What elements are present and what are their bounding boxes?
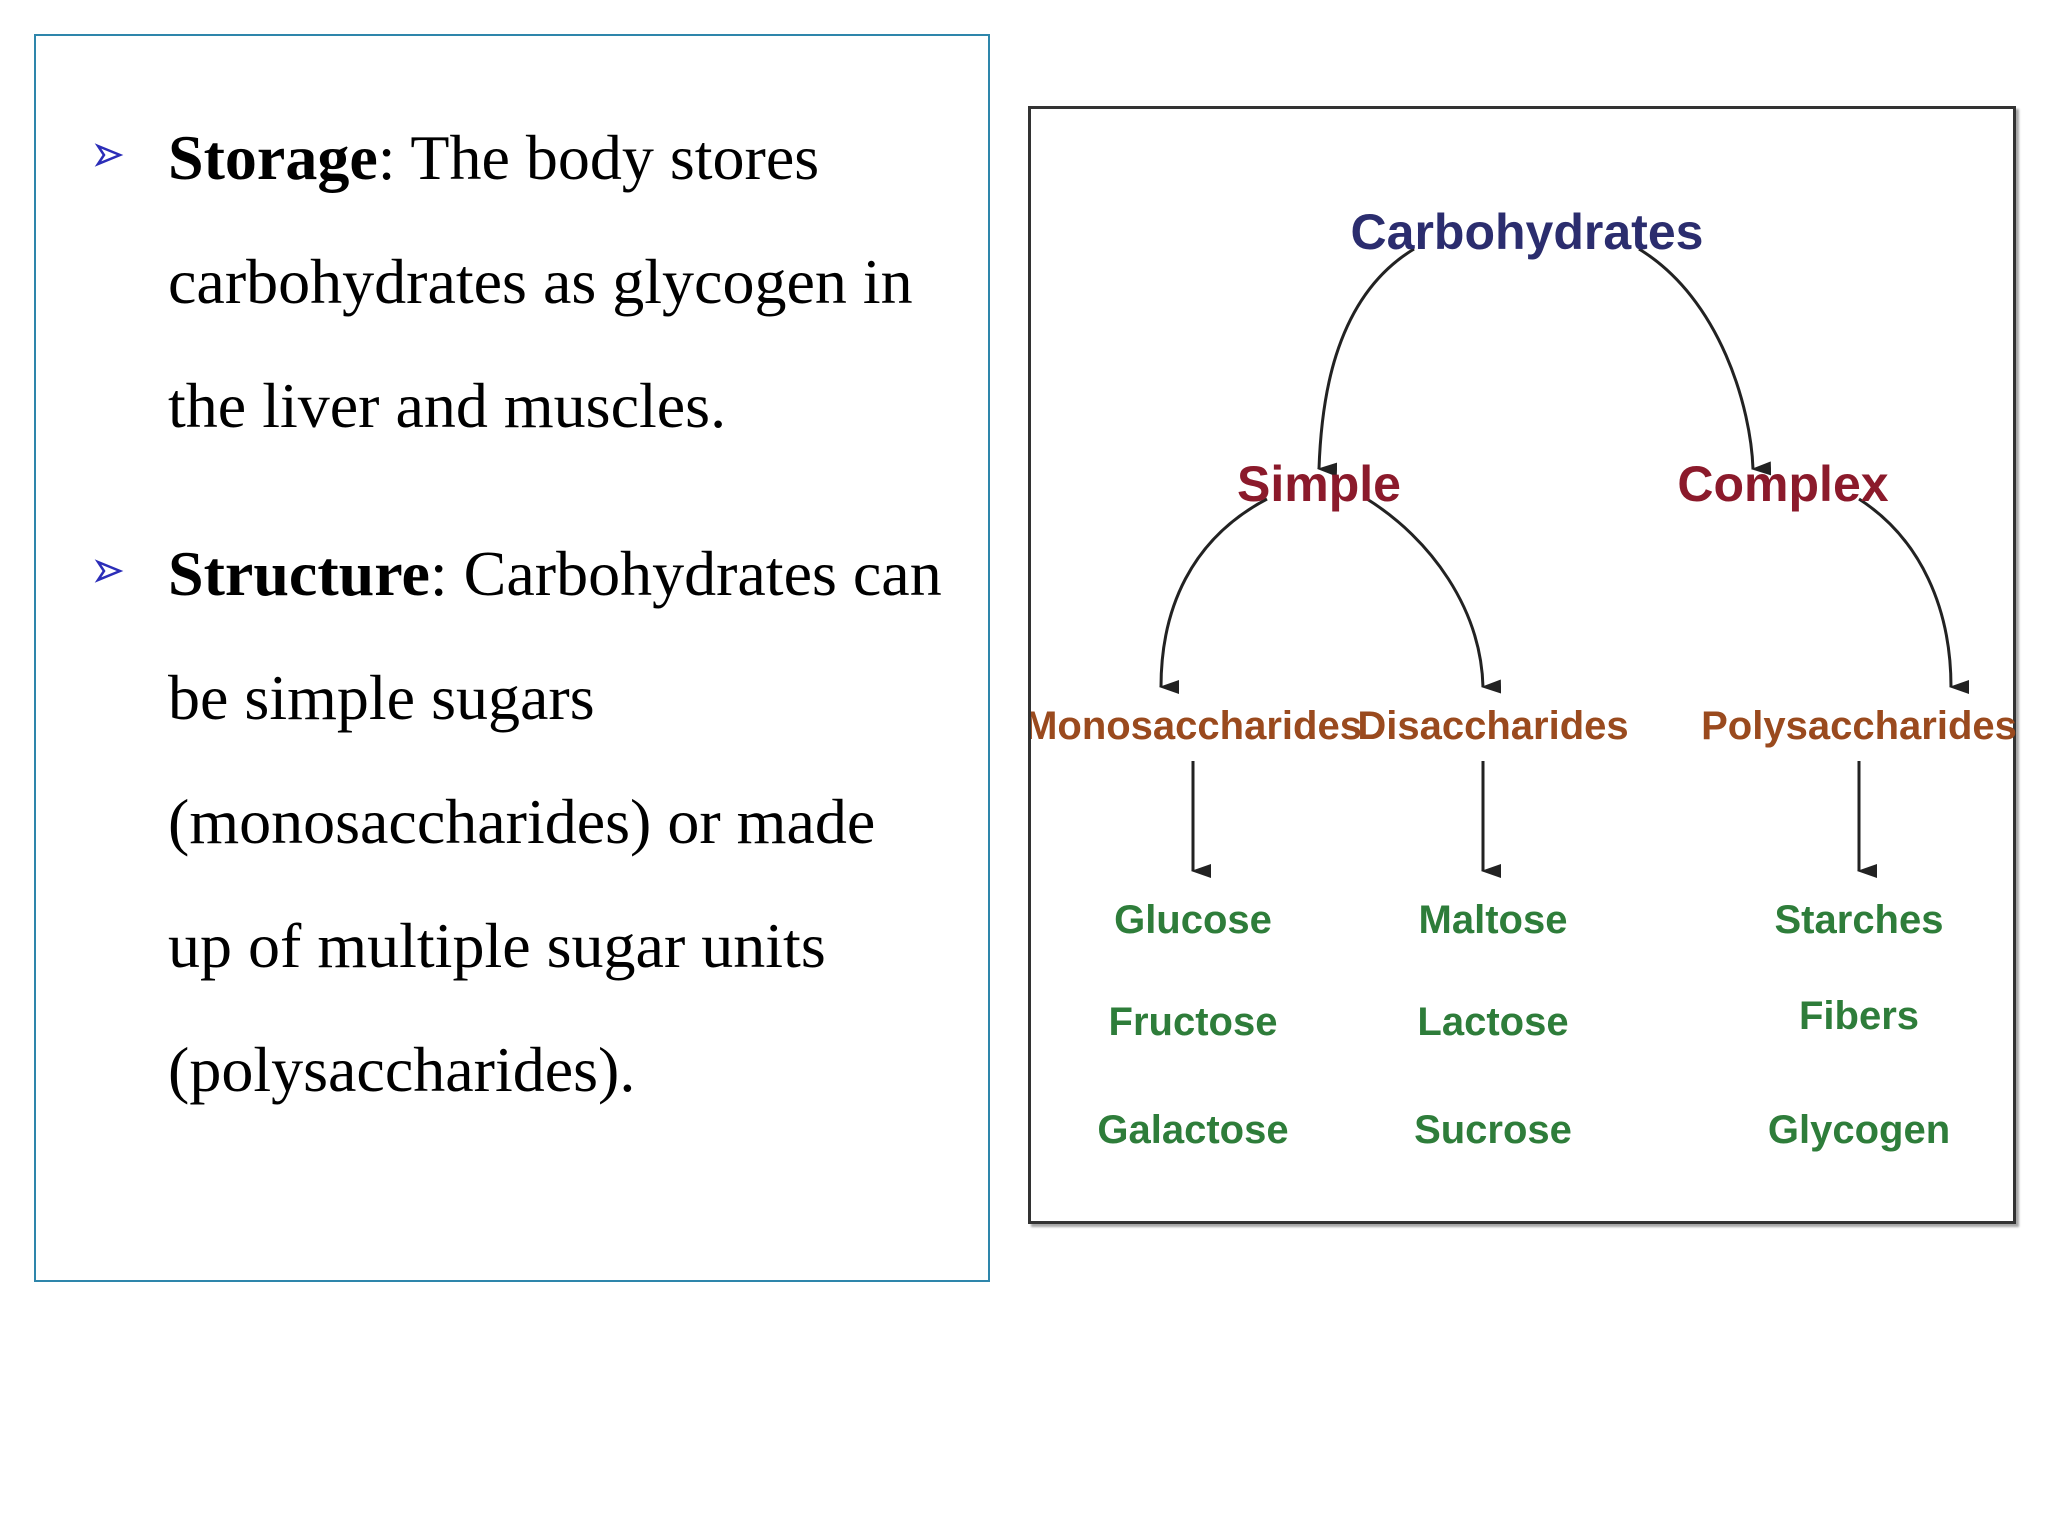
bullet-term: Storage <box>168 122 378 193</box>
bullet-line: up of multiple sugar units <box>168 910 826 981</box>
arrow-complex-to-poly <box>1858 497 1970 694</box>
arrowhead-bullet-icon <box>94 143 124 167</box>
node-glycogen: Glycogen <box>1768 1108 1950 1152</box>
text-panel: Storage: The body stores carbohydrates a… <box>34 34 990 1282</box>
bullet-term: Structure <box>168 538 430 609</box>
bullet-storage-text: Storage: The body stores carbohydrates a… <box>168 96 1068 468</box>
node-galactose: Galactose <box>1097 1108 1288 1152</box>
node-monosaccharides: Monosaccharides <box>1031 704 1362 748</box>
node-maltose: Maltose <box>1419 898 1568 942</box>
node-sucrose: Sucrose <box>1414 1108 1572 1152</box>
arrow-root-to-complex <box>1638 247 1772 476</box>
node-polysaccharides: Polysaccharides <box>1701 704 2017 748</box>
node-disaccharides: Disaccharides <box>1357 704 1628 748</box>
node-glucose: Glucose <box>1114 898 1272 942</box>
bullet-line: be simple sugars <box>168 662 595 733</box>
arrow-simple-to-mono <box>1159 497 1268 695</box>
node-lactose: Lactose <box>1417 1000 1568 1044</box>
bullet-line: (polysaccharides). <box>168 1034 636 1105</box>
bullet-line: the liver and muscles. <box>168 370 727 441</box>
node-carbohydrates: Carbohydrates <box>1351 204 1704 260</box>
bullet-line: : Carbohydrates can <box>429 538 942 609</box>
bullet-line: : The body stores <box>377 122 820 193</box>
connectors <box>1159 247 1970 878</box>
carbohydrate-classification-diagram: Carbohydrates Simple Complex Monosacchar… <box>1028 106 2017 1224</box>
node-complex: Complex <box>1677 456 1888 512</box>
bullet-line: carbohydrates as glycogen in <box>168 246 913 317</box>
node-fructose: Fructose <box>1109 1000 1278 1044</box>
node-simple: Simple <box>1237 456 1401 512</box>
bullet-structure-text: Structure: Carbohydrates can be simple s… <box>168 512 1068 1132</box>
arrowhead-bullet-icon <box>94 559 124 583</box>
node-fibers: Fibers <box>1799 994 1919 1038</box>
arrow-simple-to-di <box>1366 497 1502 694</box>
bullet-line: (monosaccharides) or made <box>168 786 876 857</box>
arrow-root-to-simple <box>1317 247 1415 477</box>
node-starches: Starches <box>1775 898 1944 942</box>
diagram-canvas: Carbohydrates Simple Complex Monosacchar… <box>1031 204 2017 1152</box>
